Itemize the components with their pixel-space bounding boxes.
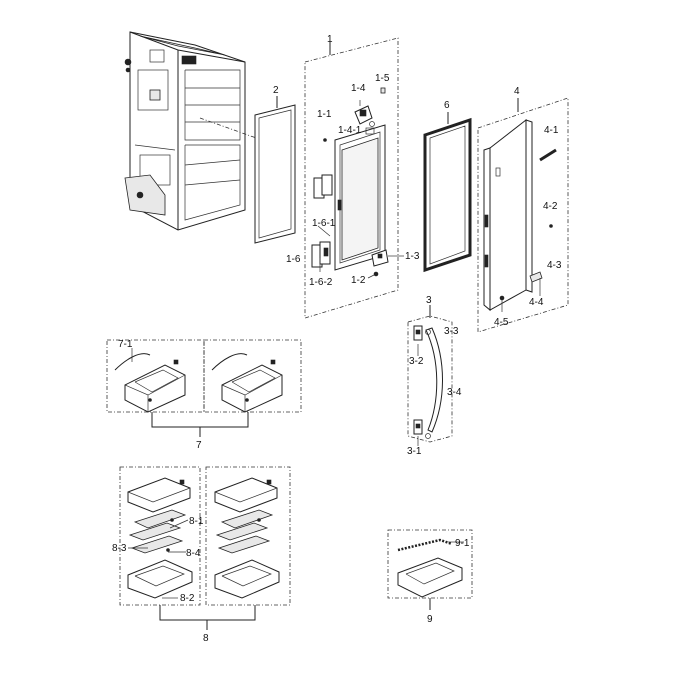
label-9-1: 9-1 (455, 538, 470, 549)
handle-assembly-3 (407, 305, 453, 446)
label-8-2: 8-2 (180, 593, 195, 604)
label-1-6: 1-6 (286, 254, 301, 265)
label-1-2: 1-2 (351, 275, 366, 286)
label-7: 7 (196, 440, 202, 451)
label-1: 1 (327, 34, 333, 45)
label-4-5: 4-5 (494, 317, 509, 328)
label-4-1: 4-1 (544, 125, 559, 136)
gasket-2 (254, 96, 296, 244)
label-1-4: 1-4 (351, 83, 366, 94)
drawer-assembly-8 (119, 466, 291, 630)
label-8-4: 8-4 (186, 548, 201, 559)
label-4-2: 4-2 (543, 201, 558, 212)
label-1-6-1: 1-6-1 (312, 218, 336, 229)
label-4: 4 (514, 86, 520, 97)
label-3-1: 3-1 (407, 446, 422, 457)
label-6: 6 (444, 100, 450, 111)
door-guard-7 (106, 339, 302, 437)
label-8-3: 8-3 (112, 543, 127, 554)
label-3-2: 3-2 (409, 356, 424, 367)
door-assembly-1-box (304, 37, 399, 319)
drawer-assembly-9 (387, 529, 473, 610)
label-1-4-1: 1-4-1 (338, 125, 362, 136)
label-8: 8 (203, 633, 209, 644)
part-labels: 1 1-1 1-2 1-3 1-4 1-4-1 1-5 1-6 1-6-1 1-… (112, 34, 562, 644)
label-8-1: 8-1 (189, 516, 204, 527)
label-1-5: 1-5 (375, 73, 390, 84)
door-assembly-4-box (477, 97, 569, 333)
gasket-6 (423, 112, 472, 273)
label-4-3: 4-3 (547, 260, 562, 271)
label-3: 3 (426, 295, 432, 306)
label-1-6-2: 1-6-2 (309, 277, 333, 288)
door-4-panel (483, 118, 557, 312)
label-2: 2 (273, 85, 279, 96)
label-7-1: 7-1 (118, 339, 133, 350)
label-1-3: 1-3 (405, 251, 420, 262)
label-4-4: 4-4 (529, 297, 544, 308)
label-9: 9 (427, 614, 433, 625)
label-3-4: 3-4 (447, 387, 462, 398)
label-1-1: 1-1 (317, 109, 332, 120)
refrigerator-cabinet (124, 31, 291, 231)
door-1-panel (311, 87, 404, 279)
label-3-3: 3-3 (444, 326, 459, 337)
